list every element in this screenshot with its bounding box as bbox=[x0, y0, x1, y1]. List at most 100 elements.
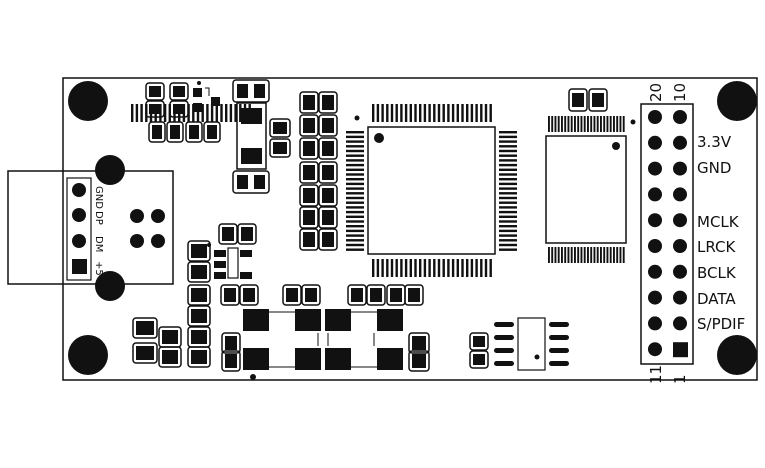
processor-pin bbox=[346, 163, 364, 167]
smd-pad bbox=[303, 232, 315, 247]
pin-header: 20 10 11 1 3.3V GND MCLK LRCK BCLK DATA … bbox=[640, 83, 745, 384]
smd-pad bbox=[191, 330, 207, 344]
processor-pin bbox=[346, 173, 364, 176]
processor-pin bbox=[346, 210, 364, 214]
processor-pin bbox=[145, 104, 148, 122]
smd-pad bbox=[241, 227, 253, 241]
smd-pad bbox=[318, 91, 338, 114]
processor-pin bbox=[404, 104, 408, 122]
memory-pin bbox=[593, 116, 596, 132]
smd-pad bbox=[322, 232, 334, 247]
processor-pin bbox=[400, 259, 403, 277]
soic-pin bbox=[549, 348, 569, 353]
soic-pin bbox=[549, 361, 569, 366]
header-number-1: 1 bbox=[671, 374, 689, 384]
smd-pad bbox=[303, 210, 315, 225]
memory-pin bbox=[603, 116, 606, 132]
smd-pad bbox=[187, 346, 211, 368]
memory-decoupling bbox=[568, 88, 608, 112]
memory-pin bbox=[622, 116, 625, 132]
pin1-dot bbox=[250, 374, 256, 380]
processor-pin bbox=[395, 259, 398, 277]
soic-pin bbox=[494, 322, 514, 327]
memory-pin bbox=[580, 247, 583, 263]
memory-pin bbox=[564, 247, 567, 263]
processor-pin bbox=[423, 259, 427, 277]
crystal-pad bbox=[241, 108, 262, 124]
smd-pad bbox=[237, 175, 248, 189]
memory-body bbox=[545, 135, 627, 244]
processor-pin bbox=[499, 182, 517, 186]
processor-pin bbox=[248, 104, 251, 122]
smd-pad bbox=[225, 354, 237, 368]
smd-pad bbox=[269, 138, 291, 158]
memory-pin bbox=[554, 116, 557, 132]
crystal-pad bbox=[241, 148, 262, 164]
processor-pin bbox=[499, 159, 517, 162]
processor-pin bbox=[414, 104, 417, 122]
processor-pin bbox=[346, 225, 364, 228]
smd-pad bbox=[224, 288, 236, 302]
smd-pad bbox=[221, 350, 241, 372]
processor-pin bbox=[346, 215, 364, 218]
smd-pad bbox=[243, 288, 255, 302]
header-pin bbox=[673, 264, 687, 279]
processor-pin bbox=[201, 104, 204, 122]
processor-pin bbox=[484, 104, 488, 122]
smd-pad bbox=[318, 161, 338, 184]
smd-pad bbox=[412, 354, 426, 368]
smd-pad bbox=[220, 284, 240, 306]
inductor-pad bbox=[325, 309, 351, 331]
smd-pad bbox=[162, 350, 178, 364]
smd-pad bbox=[191, 265, 207, 279]
smd-pad bbox=[193, 88, 202, 97]
processor-pin bbox=[346, 234, 364, 237]
usb-pin bbox=[72, 208, 86, 222]
smd-pad bbox=[282, 284, 302, 306]
memory-pin bbox=[574, 116, 576, 132]
processor-pin bbox=[499, 201, 517, 204]
mounting-hole bbox=[68, 335, 108, 375]
processor-pin bbox=[346, 206, 364, 209]
memory-pin bbox=[548, 116, 550, 132]
processor-pin bbox=[215, 104, 218, 122]
memory-pin bbox=[587, 116, 589, 132]
inductor-pad bbox=[295, 309, 321, 331]
header-pin bbox=[648, 213, 662, 228]
smd-pad bbox=[322, 118, 334, 133]
processor-pin bbox=[346, 140, 364, 143]
header-pin bbox=[648, 135, 662, 150]
memory-pin bbox=[583, 247, 586, 263]
smd-pad bbox=[269, 118, 291, 138]
memory-pin bbox=[606, 247, 609, 263]
usb-label-dm: DM bbox=[93, 236, 104, 252]
processor-pin bbox=[484, 259, 488, 277]
smd-pad bbox=[318, 184, 338, 207]
smd-pad bbox=[170, 125, 180, 139]
smd-pad bbox=[173, 86, 185, 97]
memory-pin bbox=[606, 116, 609, 132]
smd-pad bbox=[132, 317, 158, 339]
usb-label-5v: +5 bbox=[93, 261, 104, 276]
processor-pin bbox=[499, 187, 517, 190]
processor-pin bbox=[499, 215, 517, 218]
processor-pin bbox=[419, 104, 422, 122]
processor-pin bbox=[346, 178, 364, 181]
smd-pad bbox=[158, 346, 182, 368]
smd-pad bbox=[305, 288, 317, 302]
processor-pin bbox=[346, 154, 364, 157]
memory-pin bbox=[561, 247, 563, 263]
memory-pin bbox=[567, 247, 570, 263]
usb-via bbox=[151, 234, 165, 248]
inductor-pad bbox=[325, 348, 351, 370]
smd-pad bbox=[187, 305, 211, 327]
inductor-pad bbox=[377, 309, 403, 331]
memory-pin bbox=[561, 116, 563, 132]
smd-pad bbox=[191, 309, 207, 323]
smd-pad bbox=[322, 210, 334, 225]
smd-pad bbox=[254, 175, 265, 189]
usb-via bbox=[151, 209, 165, 223]
soic-chip bbox=[469, 317, 569, 371]
inductor-pad bbox=[243, 309, 269, 331]
